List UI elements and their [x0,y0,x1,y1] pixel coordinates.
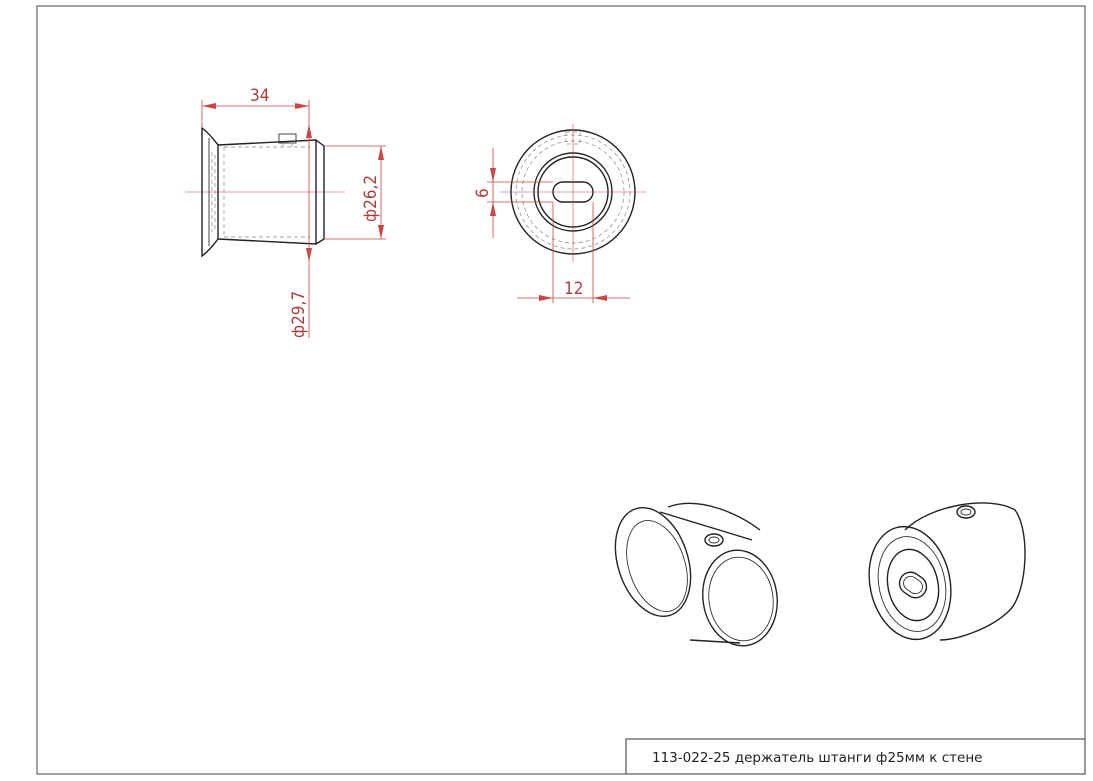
title-block-caption: 113-022-25 держатель штанги ф25мм к стен… [652,750,982,766]
sheet-frame [36,5,1086,775]
iso-view-front [614,502,778,647]
iso-view-back [868,502,1026,641]
title-block: 113-022-25 держатель штанги ф25мм к стен… [625,738,1086,775]
dim-slot-height: 6 [473,188,493,198]
dim-outer-diameter: ф26,2 [361,175,381,222]
front-view: 6 12 [473,124,646,303]
dim-slot-width: 12 [564,279,583,299]
side-view: 34 ф26,2 ф29,7 [185,86,386,338]
dim-flange-diameter: ф29,7 [289,291,309,338]
dim-length: 34 [250,86,269,106]
